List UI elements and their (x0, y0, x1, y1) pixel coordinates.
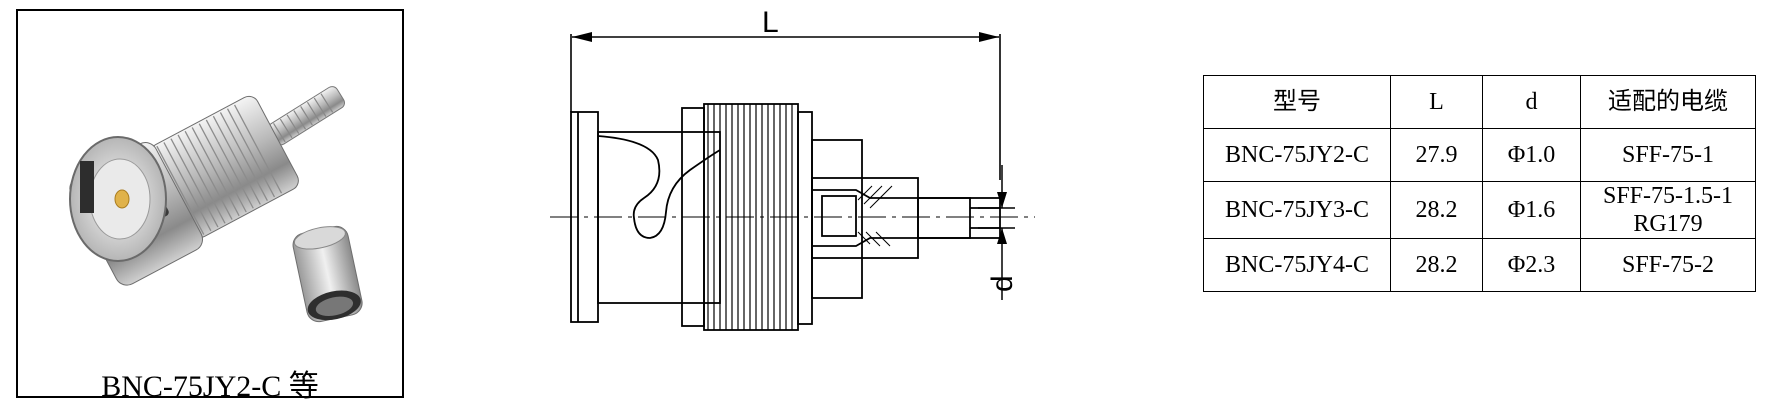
cell-length: 28.2 (1390, 238, 1483, 292)
cell-cable: SFF-75-1.5-1 RG179 (1580, 181, 1756, 239)
diameter-label: d (986, 275, 1019, 292)
connector-dimension-drawing: L (550, 6, 1035, 331)
cable-line: SFF-75-1.5-1 (1602, 183, 1734, 209)
crimp-hatch (857, 185, 893, 247)
cell-length: 27.9 (1390, 128, 1483, 182)
cell-cable: SFF-75-2 (1580, 238, 1756, 292)
length-label: L (762, 6, 779, 39)
cell-diameter: Φ1.0 (1482, 128, 1581, 182)
knurl-pattern (707, 104, 793, 330)
spec-table: 型号 L d 适配的电缆 BNC-75JY2-C 27.9 Φ1.0 SFF-7… (1203, 75, 1756, 292)
cable-line: RG179 (1633, 211, 1703, 237)
cell-diameter: Φ2.3 (1482, 238, 1581, 292)
arrow-left-icon (572, 32, 592, 42)
cell-cable: SFF-75-1 (1580, 128, 1756, 182)
cell-diameter: Φ1.6 (1482, 181, 1581, 239)
header-length: L (1390, 75, 1483, 129)
photo-caption: BNC-75JY2-C 等 (101, 370, 319, 403)
cell-model: BNC-75JY3-C (1203, 181, 1391, 239)
table-row: BNC-75JY2-C 27.9 Φ1.0 SFF-75-1 (1203, 128, 1756, 182)
header-model: 型号 (1203, 75, 1391, 129)
d-arrow-bottom-icon (997, 228, 1007, 244)
cell-model: BNC-75JY2-C (1203, 128, 1391, 182)
arrow-right-icon (979, 32, 999, 42)
bnc-connector-photo (69, 86, 363, 323)
header-diameter: d (1482, 75, 1581, 129)
table-header-row: 型号 L d 适配的电缆 (1203, 75, 1756, 129)
header-cable: 适配的电缆 (1580, 75, 1756, 129)
d-arrow-top-icon (997, 192, 1007, 208)
cell-length: 28.2 (1390, 181, 1483, 239)
table-row: BNC-75JY4-C 28.2 Φ2.3 SFF-75-2 (1203, 238, 1756, 292)
product-photo-panel: BNC-75JY2-C 等 (16, 9, 404, 403)
cell-model: BNC-75JY4-C (1203, 238, 1391, 292)
table-row: BNC-75JY3-C 28.2 Φ1.6 SFF-75-1.5-1 RG179 (1203, 181, 1756, 239)
